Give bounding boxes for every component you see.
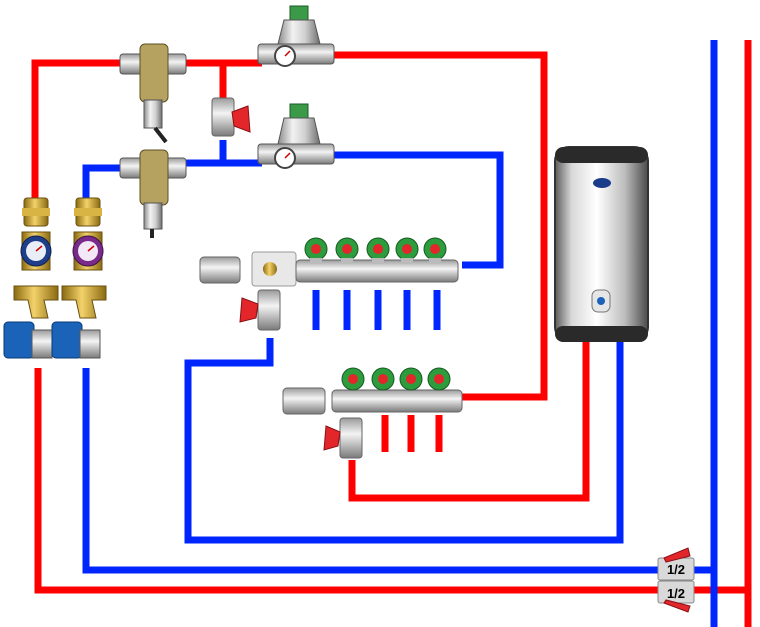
cold-meter-stack <box>51 197 107 359</box>
cold-pipe-main <box>330 151 504 269</box>
hot-pressure-reducer <box>257 5 335 67</box>
hot-pipe-inlet <box>31 59 125 200</box>
manifold-valves <box>304 237 447 264</box>
water-meter <box>20 231 52 271</box>
manifold-valve <box>335 237 359 264</box>
cold-manifold <box>199 237 459 331</box>
hot-pipes <box>31 40 752 627</box>
manifold-end-cap <box>199 256 241 284</box>
manifold-valve <box>371 367 395 391</box>
manifold-valve <box>399 367 423 391</box>
manifold-valve <box>395 237 419 264</box>
cold-pipe-boiler-feed <box>184 338 624 544</box>
manifold-ball-valve <box>323 417 363 459</box>
hot-inlet-valve: 1/2 <box>657 580 695 613</box>
hot-meter-stack <box>3 197 59 359</box>
cold-pressure-reducer <box>257 103 335 169</box>
manifold-valve <box>341 367 365 391</box>
manifold-valves <box>341 367 451 391</box>
cold-pipe-inlet <box>82 164 125 200</box>
solenoid-valve <box>51 321 101 359</box>
hot-filter <box>119 43 187 144</box>
cold-pipes <box>82 40 718 627</box>
bypass-ball-valve <box>211 97 251 137</box>
cold-pipe-bottom <box>82 368 660 574</box>
strainer <box>61 285 107 319</box>
manifold-valve <box>423 237 447 264</box>
strainer <box>13 285 59 319</box>
cold-inlet-valve: 1/2 <box>657 547 695 581</box>
hot-pipe-bottom <box>34 368 660 594</box>
hot-inlet-valve-label: 1/2 <box>667 586 685 601</box>
solenoid-valve <box>3 321 53 359</box>
hot-pipe-main <box>330 51 548 401</box>
manifold-valve <box>304 237 328 264</box>
hot-manifold <box>282 367 463 459</box>
water-heater <box>554 146 649 342</box>
manifold-valve <box>427 367 451 391</box>
manifold-body <box>331 389 463 413</box>
manifold-ball-valve <box>239 289 281 331</box>
water-heater-logo <box>593 178 611 188</box>
cold-inlet-valve-label: 1/2 <box>667 562 685 577</box>
manifold-valve <box>366 237 390 264</box>
hot-pipe-boiler-out <box>348 342 590 502</box>
water-meter <box>72 231 104 271</box>
manifold-end-cap <box>282 387 326 415</box>
cold-filter <box>119 149 187 238</box>
